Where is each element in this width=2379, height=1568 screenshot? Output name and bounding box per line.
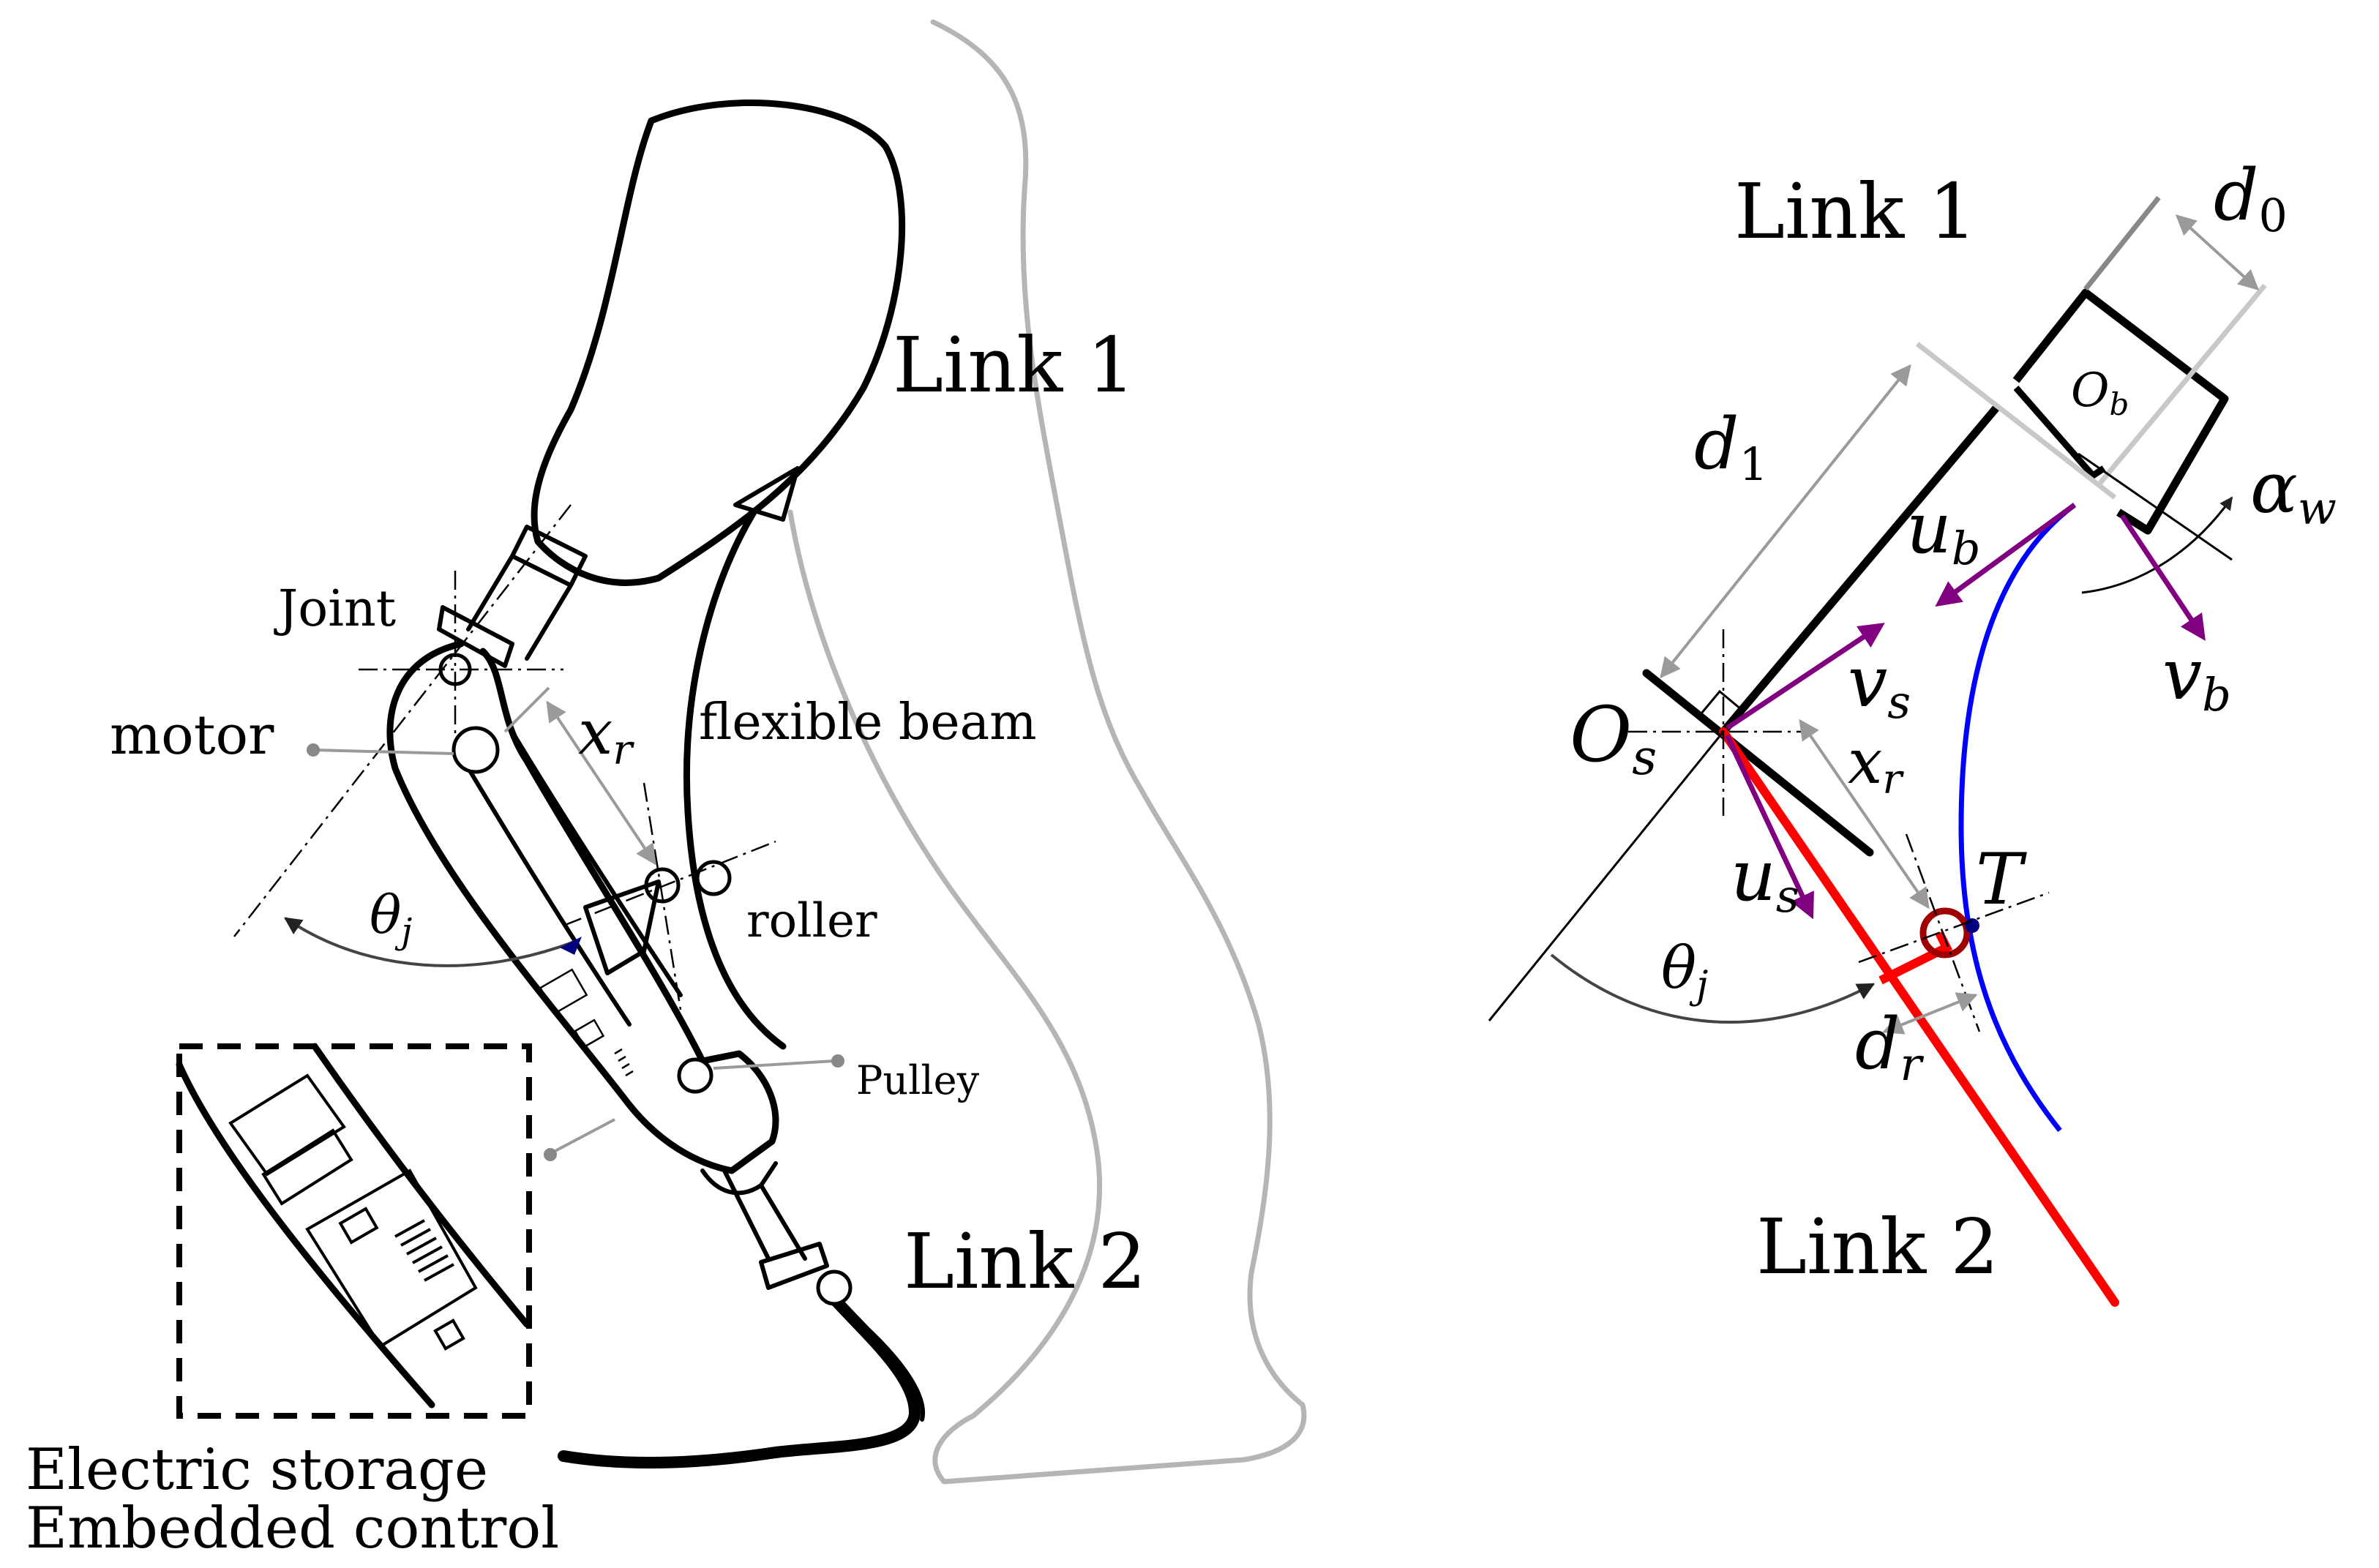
right-panel: Link 1 Link 2 d0 d1 Ob αw ub vb vs Os xr	[1488, 154, 2337, 1307]
d0-label: d0	[2214, 154, 2288, 242]
os-crossbar	[1642, 669, 1874, 857]
right-xr-label: xr	[1848, 726, 1904, 803]
pulley-circle	[677, 1057, 713, 1094]
socket	[531, 99, 906, 586]
joint-clamp	[437, 605, 514, 668]
d1-ext	[1915, 342, 2117, 500]
d1-dimension	[1660, 364, 1911, 679]
inset-shell-inner	[311, 1043, 531, 1328]
d1-label: d1	[1694, 403, 1768, 491]
shank-electronics	[539, 968, 634, 1077]
ub-label: ub	[1906, 487, 1981, 575]
flexible-beam-label: flexible beam	[699, 694, 1037, 751]
alpha-label: αw	[2250, 447, 2337, 535]
roller-label: roller	[746, 894, 877, 948]
pulley-label: Pulley	[856, 1057, 980, 1103]
pulley-leader-dot	[831, 1054, 844, 1068]
left-panel: Link 1 Link 2 Joint motor flexible beam …	[26, 19, 1307, 1561]
d0-ext-a	[2083, 195, 2161, 291]
shank-axis	[233, 504, 572, 937]
right-xr-dimension	[1799, 719, 1930, 909]
link1-head	[2012, 288, 2229, 535]
link1-head-inner	[2013, 386, 2106, 480]
storage-label-1: Electric storage	[26, 1437, 488, 1503]
right-theta-arc	[1550, 953, 1876, 1024]
reference-line	[1488, 731, 1725, 1021]
roller-carriage	[583, 879, 661, 975]
d0-dimension	[2175, 214, 2260, 290]
right-theta-label: θj	[1661, 934, 1708, 1008]
ankle-pin	[816, 1269, 853, 1306]
joint-label: Joint	[274, 580, 396, 638]
left-theta-label: θj	[370, 884, 412, 952]
wedge-axis	[2078, 452, 2233, 561]
vb-vector	[2120, 514, 2206, 641]
dr-label: dr	[1855, 1003, 1924, 1091]
right-link1-label: Link 1	[1734, 167, 1977, 256]
right-angle-mark	[1700, 689, 1742, 714]
pulley-leader	[713, 1059, 835, 1070]
xr-extension	[503, 686, 550, 733]
flexible-beam	[683, 509, 787, 1050]
roller-axis-2	[1858, 891, 2050, 964]
roller-axis-b	[563, 840, 776, 927]
roller-arm	[1878, 931, 1953, 985]
motor-leader	[314, 749, 454, 755]
d0-ext-b	[2098, 283, 2267, 485]
alpha-arc	[2081, 496, 2233, 594]
storage-inset-box	[176, 1043, 532, 1419]
theta-arc	[284, 917, 579, 967]
foot-blade	[558, 1289, 921, 1469]
human-leg-outline	[787, 19, 1307, 1485]
us-label: us	[1731, 835, 1799, 923]
vb-label: vb	[2162, 634, 2231, 721]
right-flexible-beam	[1958, 503, 2077, 1133]
right-link2-label: Link 2	[1756, 1202, 1999, 1291]
upper-pylon	[466, 525, 588, 661]
left-xr-label: xr	[578, 697, 634, 774]
us-vector	[1724, 734, 1814, 920]
ob-label: Ob	[2071, 364, 2129, 422]
right-dr-dimension	[1882, 992, 1978, 1035]
vs-label: vs	[1848, 641, 1911, 729]
socket-bracket	[733, 466, 800, 522]
storage-leader-dot	[544, 1148, 557, 1161]
inset-electronics	[228, 1073, 478, 1351]
storage-leader	[552, 1118, 615, 1154]
left-link1-label: Link 1	[893, 320, 1136, 410]
contact-point-t	[1965, 918, 1979, 933]
vs-vector	[1726, 623, 1885, 730]
xr-dimension	[546, 700, 656, 866]
os-label: Os	[1570, 690, 1657, 786]
motor-leader-dot	[307, 743, 320, 757]
t-label: T	[1976, 839, 2027, 920]
foot-blade-top	[825, 1293, 926, 1422]
storage-label-2: Embedded control	[26, 1496, 559, 1561]
ub-vector	[1935, 503, 2077, 607]
ankle-adapter	[700, 1161, 829, 1290]
motor-circle	[452, 726, 500, 774]
right-roller	[1919, 907, 1971, 959]
theta-arc-tip	[560, 937, 582, 955]
motor-label: motor	[110, 704, 274, 767]
left-link2-label: Link 2	[904, 1217, 1147, 1306]
inset-shell-outer	[176, 1061, 435, 1408]
